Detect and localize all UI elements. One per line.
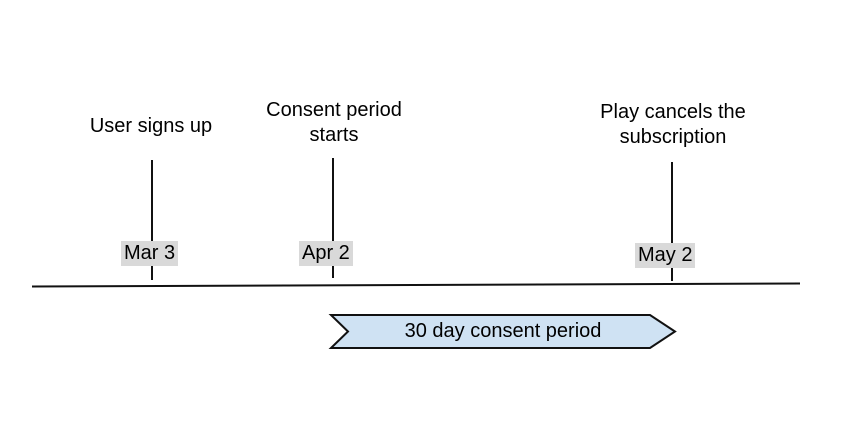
event-cancel-label: Play cancels the subscription bbox=[600, 101, 746, 148]
event-signup-tick bbox=[151, 160, 153, 280]
event-consent-start-tick bbox=[332, 158, 334, 278]
event-signup-date-badge: Mar 3 bbox=[121, 241, 179, 266]
event-cancel-tick bbox=[671, 162, 673, 281]
consent-period-banner-label: 30 day consent period bbox=[404, 320, 602, 342]
event-consent-start-date-badge: Apr 2 bbox=[299, 241, 353, 266]
timeline-axis-line bbox=[31, 282, 801, 288]
event-consent-start-label: Consent period starts bbox=[266, 99, 402, 146]
event-signup-label: User signs up bbox=[89, 115, 213, 137]
event-cancel-date-badge: May 2 bbox=[635, 243, 696, 268]
consent-period-arrow-shape bbox=[328, 314, 677, 349]
